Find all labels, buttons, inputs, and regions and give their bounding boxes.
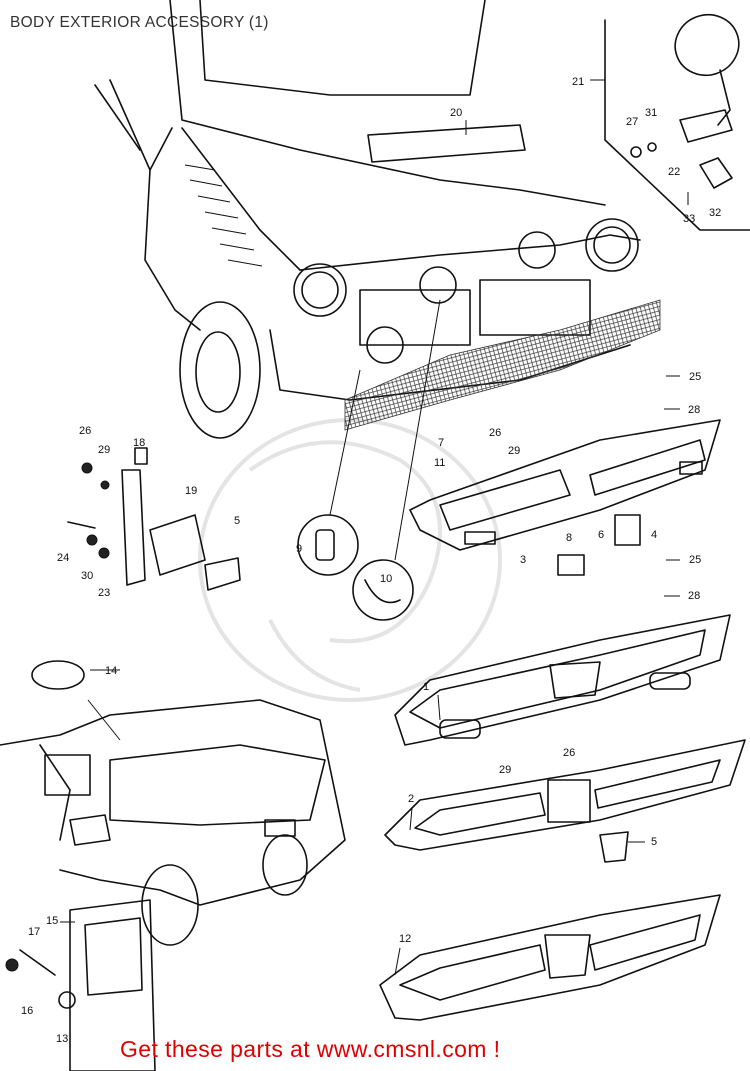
callout-6: 6 (598, 529, 604, 541)
callout-23: 23 (98, 587, 110, 599)
callout-29b: 29 (508, 445, 520, 457)
callout-29a: 29 (98, 444, 110, 456)
mirror-assembly (604, 13, 750, 231)
grommet-14 (31, 660, 121, 741)
callout-3: 3 (520, 554, 526, 566)
watermark-logo (198, 418, 502, 702)
callout-26a: 26 (79, 425, 91, 437)
callout-labels: 1 2 3 4 5 5 6 7 8 9 10 11 12 13 14 15 16… (21, 76, 721, 1045)
callout-19: 19 (185, 485, 197, 497)
callout-25a: 25 (689, 371, 701, 383)
callout-9: 9 (296, 543, 302, 555)
callout-33: 33 (683, 213, 695, 225)
callout-31: 31 (645, 107, 657, 119)
left-bracket-assembly (67, 447, 241, 591)
callout-7: 7 (438, 437, 444, 449)
callout-12: 12 (399, 933, 411, 945)
callout-25b: 25 (689, 554, 701, 566)
leader-lines (60, 79, 680, 976)
callout-18: 18 (133, 437, 145, 449)
footer-link-text[interactable]: Get these parts at www.cmsnl.com ! (120, 1036, 501, 1062)
callout-11: 11 (434, 457, 445, 469)
rear-car-body (0, 699, 346, 946)
callout-17: 17 (28, 926, 40, 938)
callout-1: 1 (423, 681, 429, 693)
callout-5b: 5 (651, 836, 657, 848)
callout-22: 22 (668, 166, 680, 178)
callout-10: 10 (380, 573, 392, 585)
callout-26c: 26 (563, 747, 575, 759)
callout-30: 30 (81, 570, 93, 582)
diagram-title: BODY EXTERIOR ACCESSORY (1) (10, 14, 269, 31)
callout-5a: 5 (234, 515, 240, 527)
grille-2 (384, 739, 746, 863)
callout-29c: 29 (499, 764, 511, 776)
callout-28a: 28 (688, 404, 700, 416)
callout-28b: 28 (688, 590, 700, 602)
callout-15: 15 (46, 915, 58, 927)
callout-13: 13 (56, 1033, 68, 1045)
callout-26b: 26 (489, 427, 501, 439)
front-car-body (94, 0, 661, 439)
callout-16: 16 (21, 1005, 33, 1017)
callout-32: 32 (709, 207, 721, 219)
callout-27: 27 (626, 116, 638, 128)
grille-12 (379, 894, 721, 1021)
clip-parts (297, 299, 441, 621)
trunk-lid-15 (5, 899, 156, 1071)
callout-14: 14 (105, 665, 117, 677)
callout-24: 24 (57, 552, 69, 564)
grille-1 (394, 614, 731, 746)
callout-21: 21 (572, 76, 584, 88)
callout-4: 4 (651, 529, 657, 541)
grille-3 (409, 419, 721, 576)
callout-8: 8 (566, 532, 572, 544)
callout-2: 2 (408, 793, 414, 805)
callout-20: 20 (450, 107, 462, 119)
